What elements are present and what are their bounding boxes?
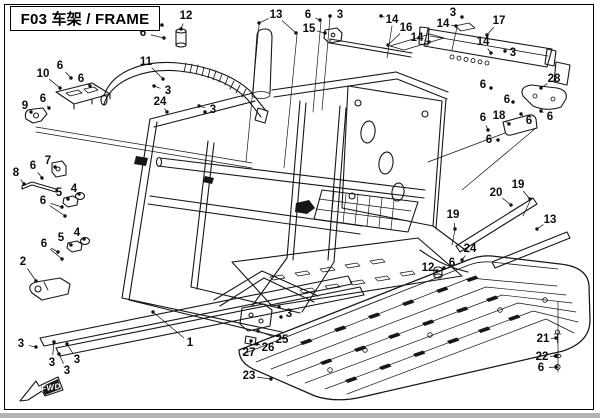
bed-grid <box>313 189 419 233</box>
callout-24: 24 <box>464 243 477 255</box>
callout-9: 9 <box>22 100 28 112</box>
callout-6: 6 <box>486 134 492 146</box>
page-border <box>4 4 594 410</box>
callout-24: 24 <box>154 96 167 108</box>
floor-pan <box>231 237 463 307</box>
frame-artwork <box>21 16 591 401</box>
callout-12: 12 <box>422 262 435 274</box>
left-side-parts <box>21 82 111 301</box>
callout-27: 27 <box>243 347 256 359</box>
callout-6: 6 <box>547 111 553 123</box>
rear-panel <box>341 85 443 227</box>
callout-14: 14 <box>437 18 450 30</box>
callout-3: 3 <box>74 354 80 366</box>
callout-6: 6 <box>538 362 544 374</box>
callout-6: 6 <box>480 79 486 91</box>
callout-22: 22 <box>536 351 549 363</box>
callout-8: 8 <box>13 167 20 179</box>
callout-14: 14 <box>477 36 490 48</box>
callout-6: 6 <box>526 115 532 127</box>
callout-6: 6 <box>57 60 63 72</box>
callout-25: 25 <box>276 334 289 346</box>
skid-plate <box>238 255 591 401</box>
callout-3: 3 <box>510 47 516 59</box>
callout-leaders <box>20 14 558 381</box>
callout-26: 26 <box>262 342 275 354</box>
callout-19: 19 <box>512 179 525 191</box>
callout-1: 1 <box>187 337 194 349</box>
callout-21: 21 <box>537 333 550 345</box>
callout-5: 5 <box>56 187 63 199</box>
bushing-part <box>175 28 187 48</box>
callout-23: 23 <box>243 370 256 382</box>
right-side-bars <box>455 114 571 269</box>
callout-6: 6 <box>504 94 510 106</box>
bolt-stack <box>553 329 562 371</box>
skid-plate-slots <box>134 156 521 383</box>
callout-13: 13 <box>544 214 557 226</box>
callout-6: 6 <box>78 73 84 85</box>
callout-16: 16 <box>400 22 413 34</box>
callout-12: 12 <box>180 10 193 22</box>
fwd-arrow-icon: FWD <box>19 376 64 402</box>
mount-brackets <box>239 266 443 346</box>
callout-3: 3 <box>64 365 70 377</box>
callout-3: 3 <box>49 357 55 369</box>
callout-3: 3 <box>286 308 292 320</box>
callout-3: 3 <box>210 104 216 116</box>
axis-leader-lines <box>35 16 559 373</box>
callout-2: 2 <box>20 256 26 268</box>
callout-6: 6 <box>305 9 311 21</box>
rear-rack <box>323 22 571 110</box>
callout-3: 3 <box>450 7 456 19</box>
callout-6: 6 <box>41 238 47 250</box>
callout-3: 3 <box>337 9 343 21</box>
callout-18: 18 <box>493 110 506 122</box>
title-box: F03 车架 / FRAME <box>10 6 160 31</box>
callout-14: 14 <box>386 14 399 26</box>
callout-19: 19 <box>447 209 460 221</box>
callout-6: 6 <box>40 195 46 207</box>
callout-6: 6 <box>40 93 46 105</box>
callout-17: 17 <box>493 15 506 27</box>
callout-3: 3 <box>18 338 24 350</box>
callout-20: 20 <box>490 187 503 199</box>
callout-7: 7 <box>45 155 51 167</box>
callout-6: 6 <box>480 112 486 124</box>
callout-10: 10 <box>37 68 50 80</box>
callout-5: 5 <box>58 232 65 244</box>
fwd-label: FWD <box>41 381 62 393</box>
callout-14: 14 <box>411 32 424 44</box>
bottom-edge-bar <box>0 413 600 418</box>
front-bumper-tube <box>100 61 269 124</box>
callout-3: 3 <box>165 85 171 97</box>
callout-13: 13 <box>270 9 283 21</box>
callout-4: 4 <box>74 227 81 239</box>
callout-6: 6 <box>30 160 36 172</box>
callout-28: 28 <box>548 73 561 85</box>
callout-11: 11 <box>140 56 153 68</box>
callout-15: 15 <box>303 23 316 35</box>
callout-4: 4 <box>71 183 78 195</box>
callout-6: 6 <box>449 257 455 269</box>
callout-6: 6 <box>140 27 146 39</box>
page-title: F03 车架 / FRAME <box>20 11 150 28</box>
